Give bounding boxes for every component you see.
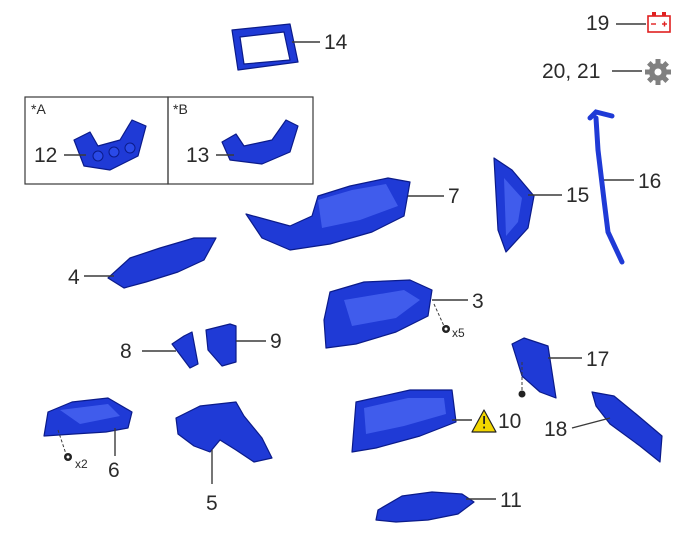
part-10-glove-box-door[interactable] [351,389,457,453]
callout-15: 15 [566,184,589,207]
callout-14: 14 [324,31,348,54]
screw-icon [442,325,450,333]
gear-icon [645,59,671,85]
callout-10: 10 [498,410,521,433]
battery-icon [647,12,671,33]
part-18-sill-trim[interactable] [591,391,663,463]
quantity-3: x5 [452,326,465,340]
part-12-switch-panel[interactable] [73,119,147,171]
part-3-glove-box-housing[interactable] [323,279,433,349]
warning-icon [471,409,497,433]
part-15-side-panel[interactable] [493,157,535,253]
variant-label-b: *B [173,101,188,117]
part-11-lower-bracket[interactable] [375,491,475,523]
part-7-instrument-panel[interactable] [245,177,411,251]
part-5-center-console[interactable] [175,401,273,463]
callout-12: 12 [34,144,57,167]
variant-box-a [24,96,169,185]
part-4-lower-panel[interactable] [107,237,217,289]
variant-box-b [167,96,314,185]
callout-20-21: 20, 21 [542,60,600,83]
callout-4: 4 [68,266,80,289]
callout-9: 9 [270,330,282,353]
part-16-weatherstrip[interactable] [587,109,625,265]
part-6-lower-cover[interactable] [43,397,133,437]
part-14-bezel[interactable] [231,23,299,71]
callout-11: 11 [500,489,522,512]
part-9-trim[interactable] [205,323,237,367]
callout-6: 6 [108,459,120,482]
callout-3: 3 [472,290,484,313]
callout-19: 19 [586,12,609,35]
callout-5: 5 [206,492,218,515]
part-8-trim[interactable] [171,331,199,369]
callout-13: 13 [186,144,209,167]
screw-icon [64,453,72,461]
callout-8: 8 [120,340,132,363]
callout-18: 18 [544,418,567,441]
part-13-switch-panel[interactable] [221,119,299,165]
quantity-6: x2 [75,457,88,471]
variant-label-a: *A [31,101,46,117]
callout-17: 17 [586,348,609,371]
part-17-side-trim[interactable] [511,337,557,399]
callout-7: 7 [448,185,460,208]
callout-16: 16 [638,170,661,193]
